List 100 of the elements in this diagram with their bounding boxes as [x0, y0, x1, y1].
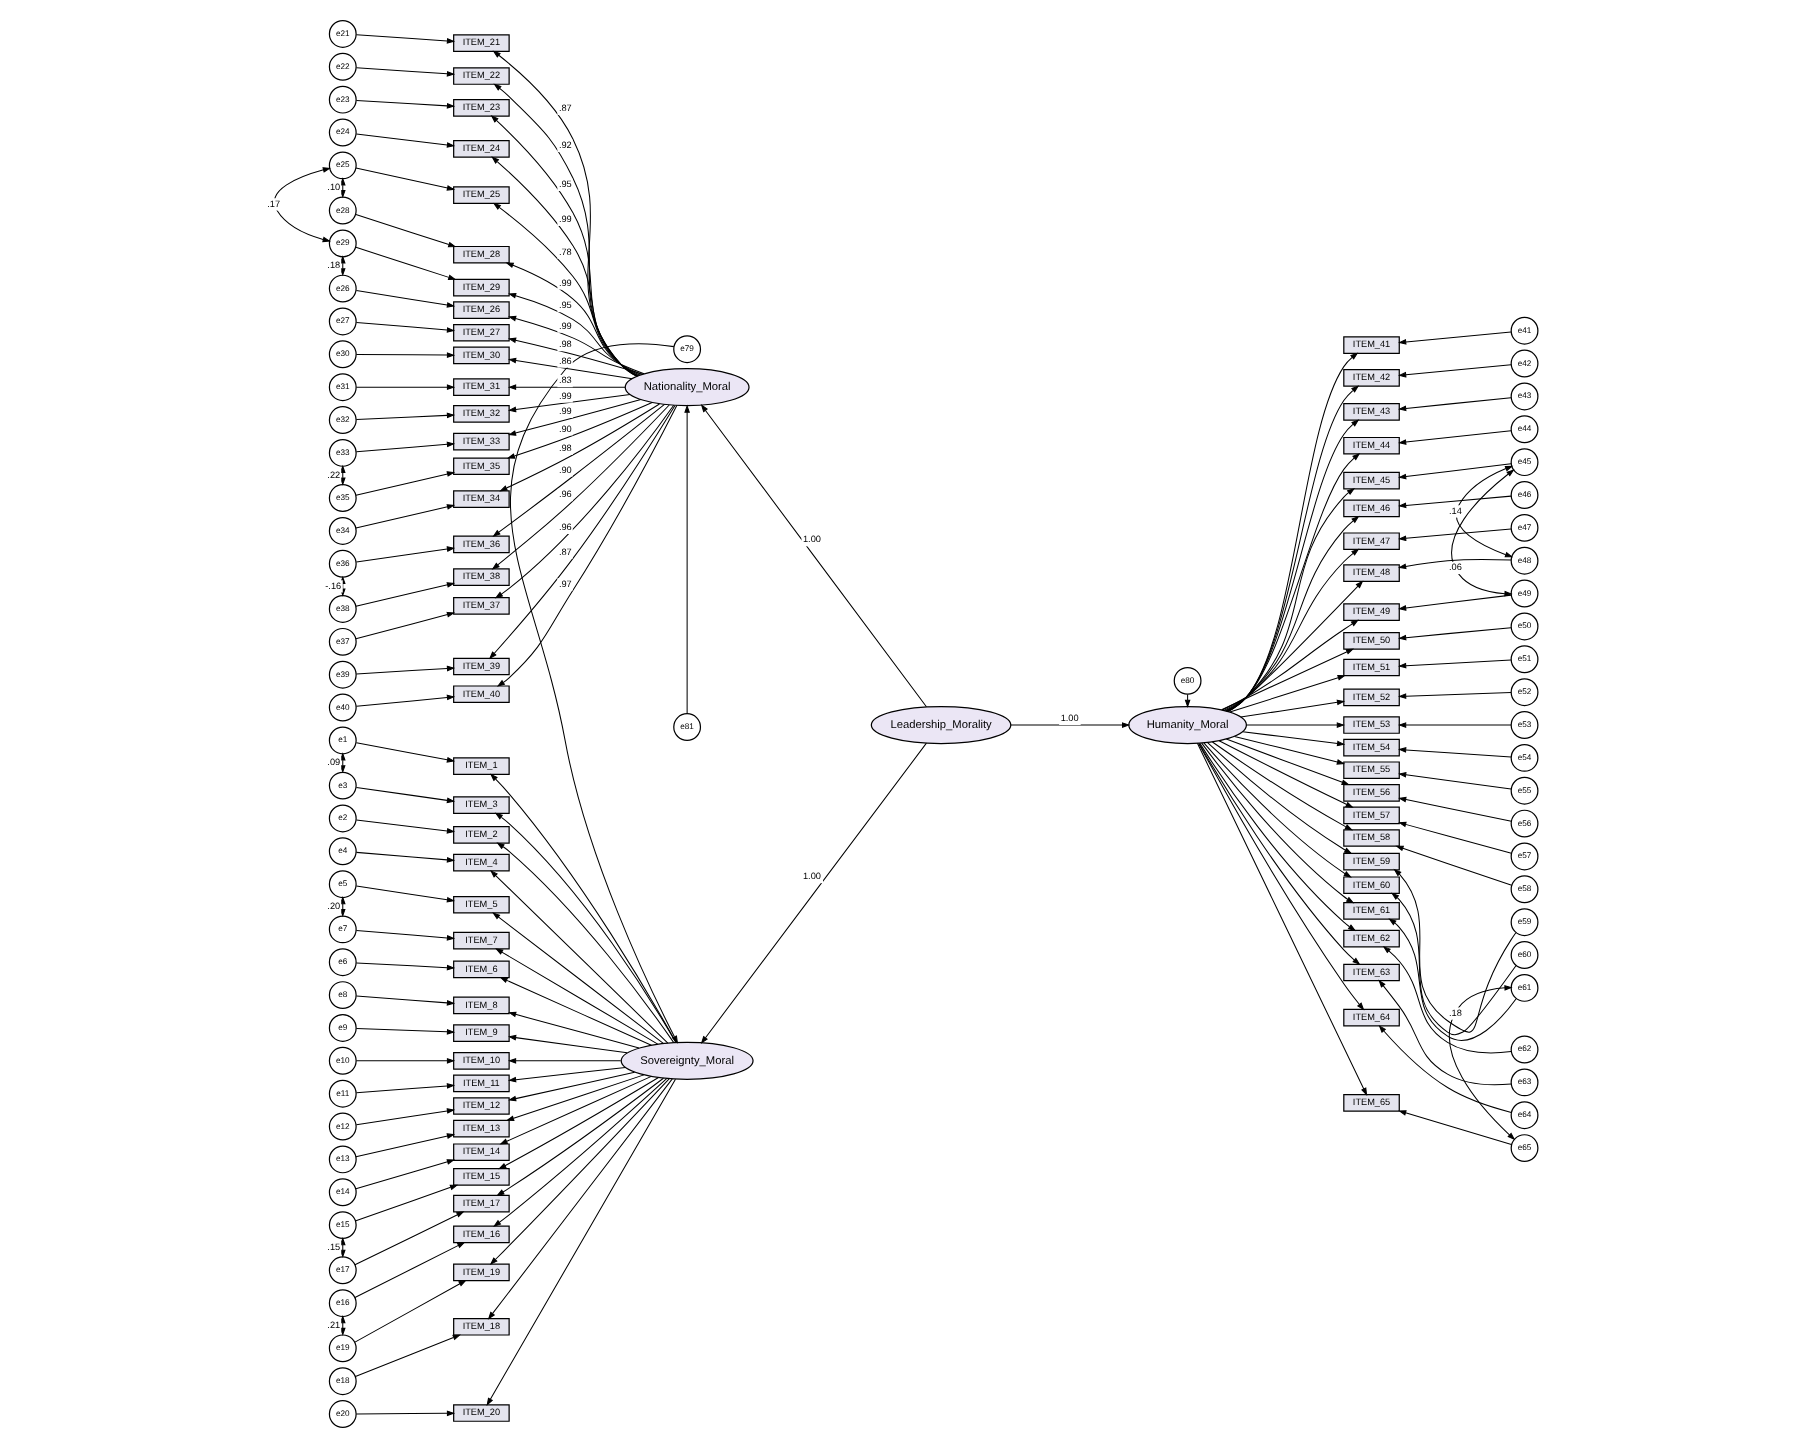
arrow	[1398, 364, 1512, 378]
arrow	[1378, 979, 1512, 1086]
arrow	[355, 546, 456, 563]
arrow	[1398, 594, 1512, 611]
arrow	[507, 292, 643, 376]
arrow	[1218, 740, 1354, 808]
arrow	[355, 885, 456, 903]
arrow	[355, 962, 456, 971]
arrow	[700, 742, 927, 1044]
arrow	[339, 1236, 346, 1259]
arrow	[339, 896, 346, 918]
arrow	[354, 1241, 466, 1299]
arrow	[1198, 742, 1361, 966]
arrow	[700, 404, 927, 708]
arrow	[355, 1083, 456, 1094]
arrow	[355, 67, 456, 77]
arrow	[1398, 692, 1512, 700]
arrow	[1229, 675, 1346, 713]
arrow	[1224, 548, 1360, 712]
arrow	[507, 394, 631, 413]
arrow	[1211, 741, 1354, 831]
arrow	[507, 1034, 628, 1054]
arrow	[1398, 430, 1512, 445]
arrow	[1388, 918, 1517, 1041]
arrow	[1398, 331, 1512, 345]
arrow	[1225, 738, 1350, 786]
arrow	[490, 870, 669, 1044]
arrow	[489, 1078, 670, 1266]
arrow	[1234, 735, 1346, 765]
arrow	[1398, 747, 1512, 758]
arrow	[355, 786, 456, 804]
arrow	[355, 213, 457, 248]
arrow	[1398, 627, 1512, 641]
arrow	[1223, 580, 1364, 711]
arrow	[355, 322, 456, 333]
arrow	[355, 1184, 459, 1222]
arrow	[1395, 845, 1513, 886]
arrow	[1201, 742, 1355, 904]
arrow	[1398, 796, 1512, 822]
arrow	[1221, 648, 1355, 711]
arrow	[1198, 742, 1365, 1011]
arrow	[355, 471, 456, 496]
arrow	[355, 665, 456, 675]
arrow	[355, 167, 456, 191]
arrow	[499, 1075, 652, 1145]
arrow	[1196, 742, 1368, 1097]
arrow	[1382, 945, 1512, 1054]
arrow	[505, 1074, 645, 1121]
arrow	[1398, 771, 1512, 790]
arrow	[487, 1078, 673, 1320]
arrow	[355, 504, 456, 529]
arrow	[355, 133, 456, 148]
arrow	[1010, 722, 1131, 728]
arrow	[1221, 619, 1359, 711]
arrow	[1398, 821, 1512, 854]
arrow	[355, 352, 456, 358]
arrow	[493, 1077, 668, 1227]
arrow	[1451, 469, 1515, 597]
arrow	[1398, 463, 1512, 480]
arrow	[1398, 659, 1512, 669]
arrow	[355, 819, 456, 834]
arrow	[1184, 693, 1191, 708]
arrow	[507, 1071, 636, 1102]
arrow	[355, 412, 456, 420]
arrow	[355, 742, 456, 763]
arrow	[496, 1077, 664, 1196]
arrow	[355, 1108, 456, 1126]
arrow	[355, 34, 456, 44]
arrow	[355, 694, 456, 707]
arrow	[355, 99, 456, 109]
arrow	[355, 384, 456, 391]
arrow	[1393, 868, 1517, 1033]
arrow	[355, 611, 456, 640]
arrow	[1226, 487, 1356, 712]
arrow	[1398, 1110, 1512, 1145]
arrow	[354, 1334, 461, 1378]
arrow	[1246, 722, 1345, 728]
arrow	[1378, 1024, 1512, 1113]
arrow	[684, 404, 690, 714]
arrow	[1398, 397, 1512, 412]
arrow	[1397, 559, 1512, 570]
arrow	[492, 912, 664, 1044]
arrow	[1398, 495, 1512, 509]
arrow	[339, 1315, 346, 1337]
arrow	[498, 1077, 660, 1170]
arrow	[486, 1078, 676, 1407]
arrow	[1398, 722, 1512, 728]
arrow	[507, 315, 645, 375]
arrow	[499, 977, 652, 1046]
arrow	[1225, 515, 1360, 712]
arrow	[355, 1159, 456, 1190]
arrow	[355, 582, 456, 607]
arrow	[355, 1133, 456, 1158]
arrow	[355, 929, 456, 941]
arrow	[507, 1067, 626, 1083]
arrow	[355, 441, 456, 453]
arrow	[355, 246, 457, 281]
arrow	[355, 290, 456, 308]
arrow	[355, 1410, 456, 1417]
arrow	[495, 948, 659, 1045]
